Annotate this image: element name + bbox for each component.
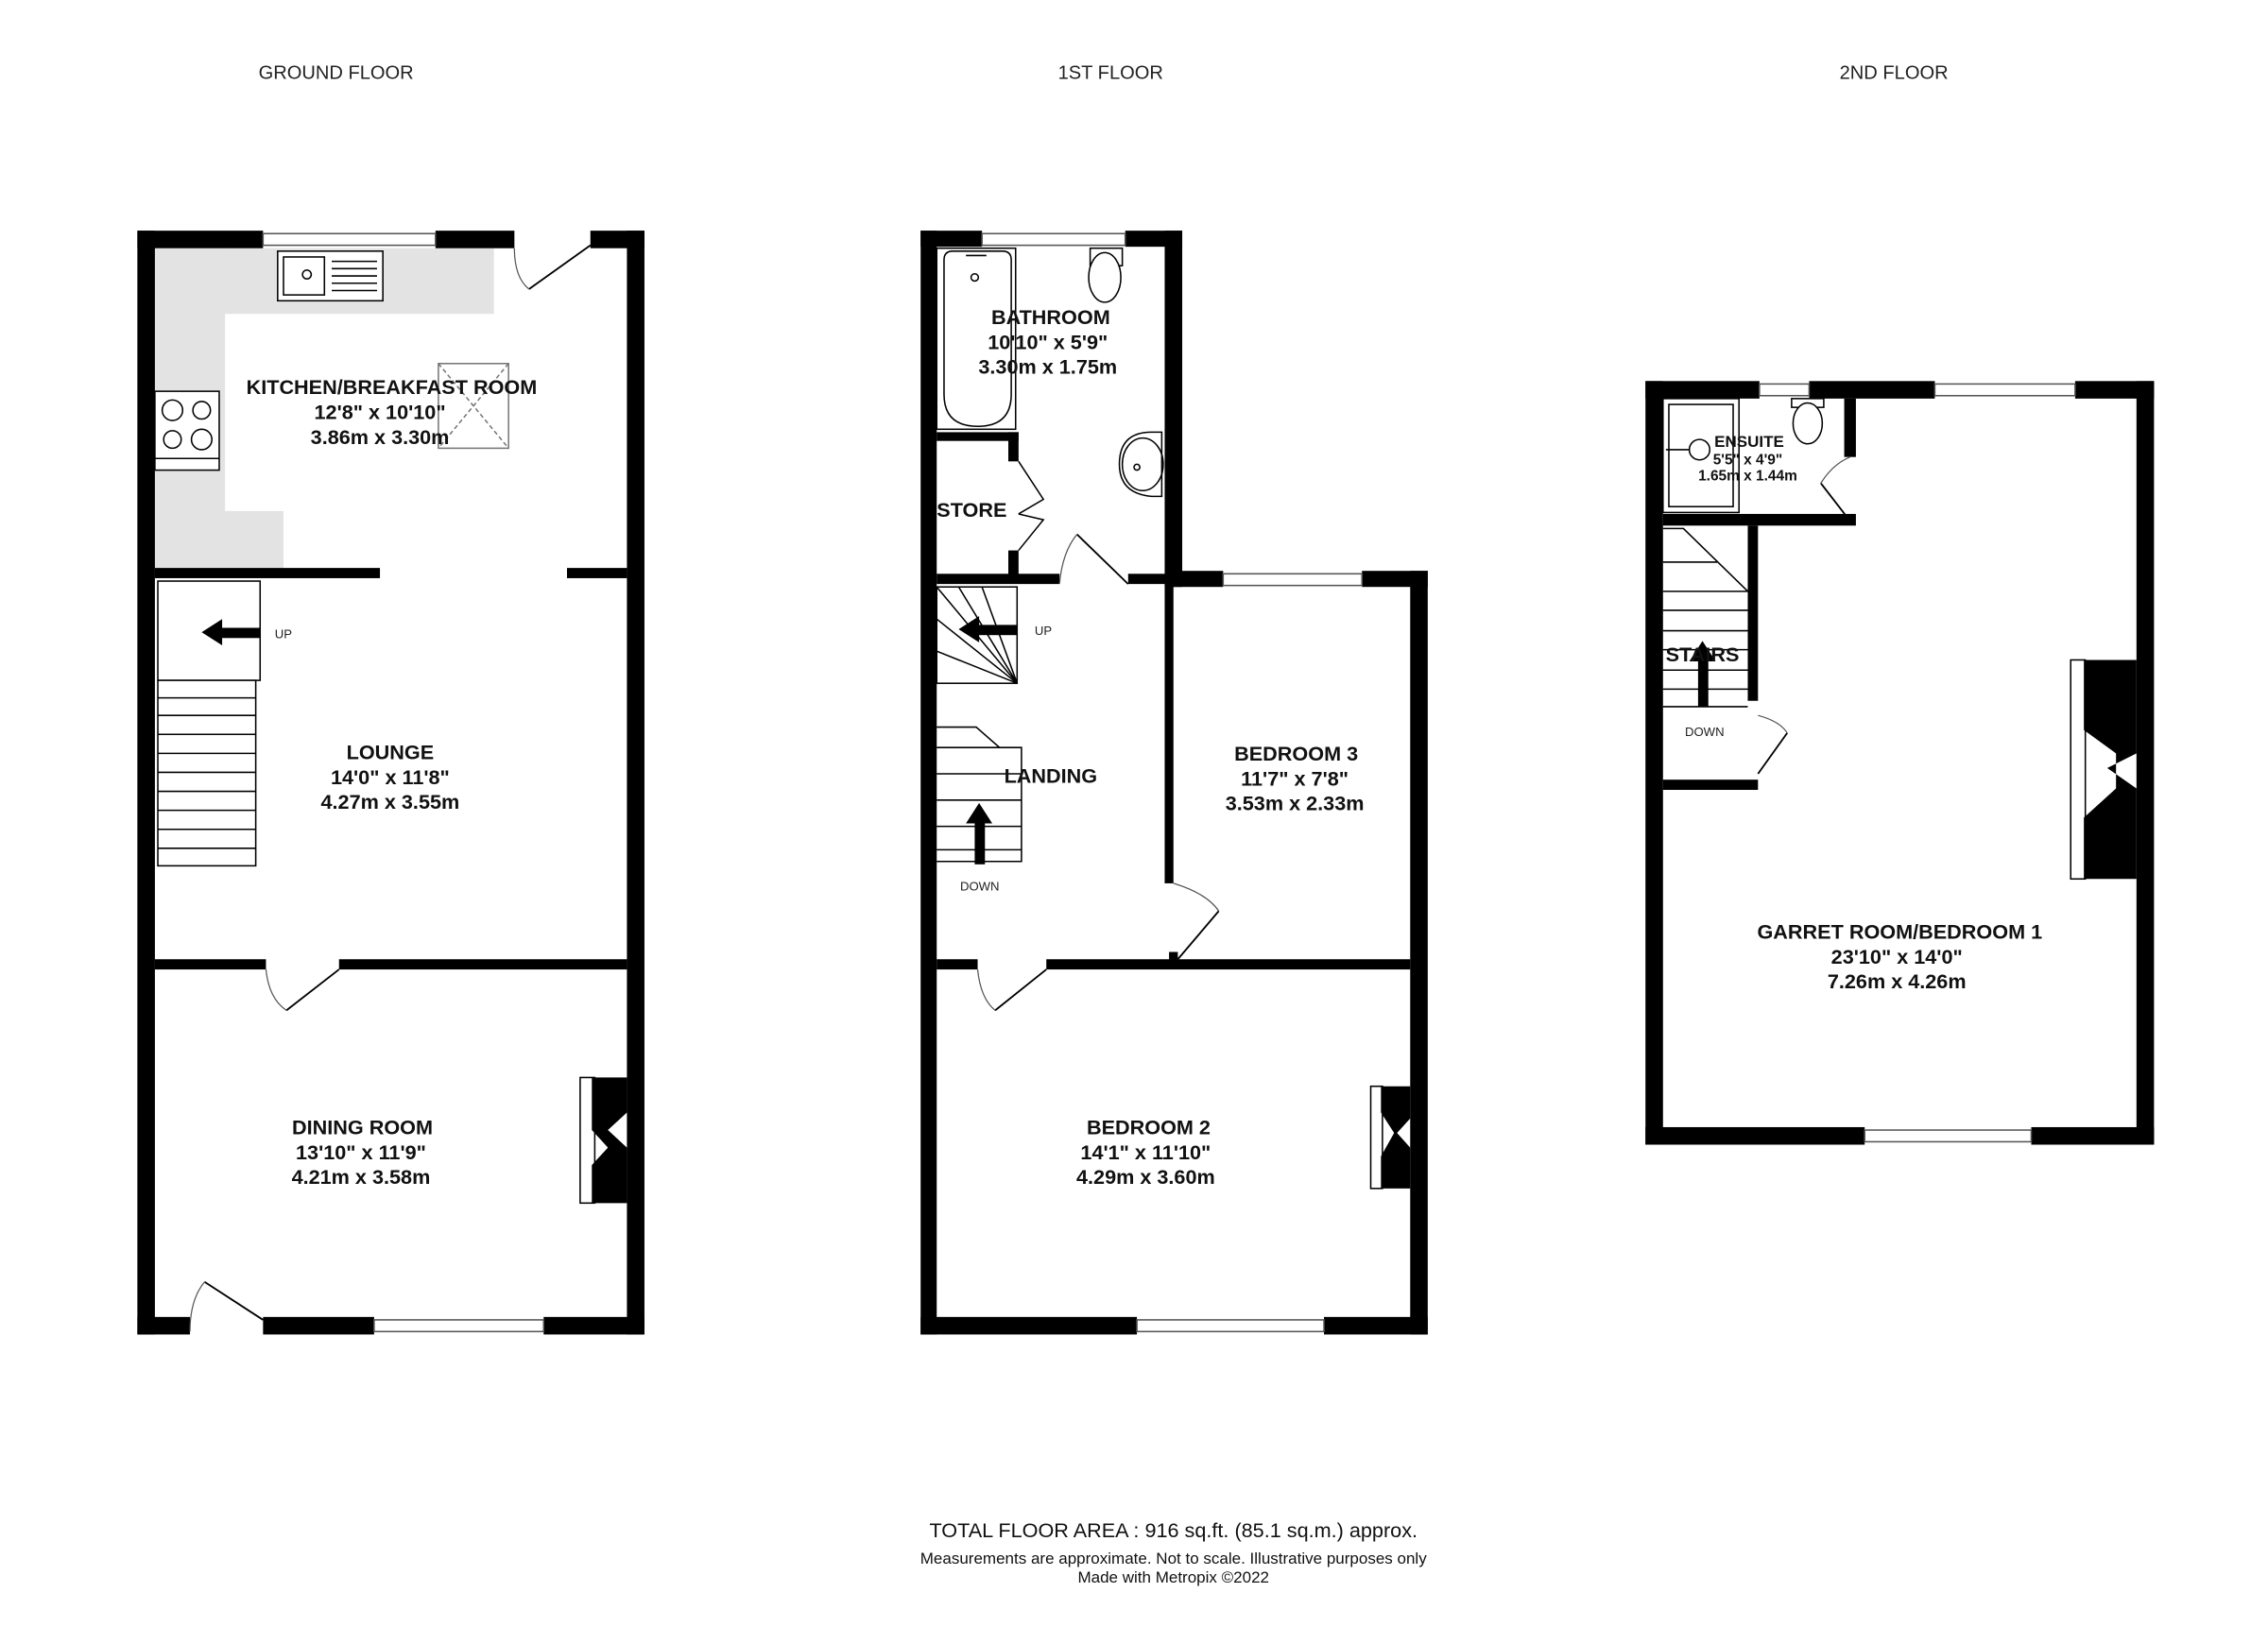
dining-imperial: 13'10" x 11'9" <box>296 1140 426 1164</box>
first-stairs-down-label: DOWN <box>960 880 1000 894</box>
lounge-metric: 4.27m x 3.55m <box>321 790 460 813</box>
toilet-icon <box>1791 398 1825 445</box>
kitchen-counter-bottom <box>154 510 284 570</box>
toilet-icon <box>1088 247 1124 303</box>
stairs-down-arrow-icon <box>974 820 986 865</box>
chimney-breast-icon <box>2070 659 2137 881</box>
second-floor-title: 2ND FLOOR <box>1840 62 1949 83</box>
garret-name: GARRET ROOM/BEDROOM 1 <box>1757 920 2042 944</box>
shower-tray-icon <box>1662 398 1740 514</box>
bedroom2-window <box>1136 1319 1325 1333</box>
first-floor-stairs-up-icon <box>936 586 1019 684</box>
garret-metric: 7.26m x 4.26m <box>1828 969 1967 993</box>
bedroom2-metric: 4.29m x 3.60m <box>1076 1165 1215 1189</box>
second-stairs-down-label: DOWN <box>1685 725 1725 739</box>
kitchen-table-icon <box>438 363 509 450</box>
bathroom-window <box>981 232 1126 247</box>
store-name: STORE <box>936 498 1006 522</box>
stairs-name: STAIRS <box>1666 642 1740 666</box>
kitchen-name: KITCHEN/BREAKFAST ROOM <box>247 375 538 399</box>
stairs-up-arrow-icon <box>218 627 261 639</box>
ground-floor-plan: UP KITCHEN/BREAKFAST ROOM 12'8" x 10'10"… <box>137 231 644 1335</box>
bedroom2-imperial: 14'1" x 11'10" <box>1080 1140 1211 1164</box>
kitchen-sink-icon <box>277 250 384 302</box>
first-floor-plan: UP DOWN BATHROOM 10'10" x 5'9" 3.30m x 1… <box>920 231 1428 1335</box>
fireplace-icon <box>579 1076 627 1205</box>
fireplace-icon <box>1369 1085 1411 1190</box>
second-floor-stairs-icon <box>1662 527 1749 708</box>
dining-metric: 4.21m x 3.58m <box>292 1165 431 1189</box>
credit: Made with Metropix ©2022 <box>1077 1568 1269 1586</box>
garret-imperial: 23'10" x 14'0" <box>1831 945 1963 968</box>
first-floor-title: 1ST FLOOR <box>1058 62 1163 83</box>
garret-window-front <box>1864 1129 2033 1143</box>
bathroom-imperial: 10'10" x 5'9" <box>988 330 1108 353</box>
bathroom-metric: 3.30m x 1.75m <box>978 355 1117 379</box>
ground-floor-title: GROUND FLOOR <box>259 62 414 83</box>
first-stairs-up-label: UP <box>1035 624 1052 638</box>
ensuite-name: ENSUITE <box>1714 433 1784 451</box>
basin-icon <box>1118 431 1164 498</box>
first-floor-stairs-down-icon <box>936 726 1022 865</box>
bedroom3-imperial: 11'7" x 7'8" <box>1241 766 1349 790</box>
ensuite-imperial: 5'5" x 4'9" <box>1713 452 1783 468</box>
bedroom3-window <box>1222 573 1364 587</box>
bathroom-name: BATHROOM <box>991 305 1110 329</box>
ensuite-metric: 1.65m x 1.44m <box>1698 468 1797 484</box>
garret-window-rear <box>1933 383 2076 397</box>
bedroom3-name: BEDROOM 3 <box>1234 742 1358 765</box>
bedroom3-metric: 3.53m x 2.33m <box>1226 792 1365 815</box>
dining-name: DINING ROOM <box>292 1116 433 1139</box>
total-floor-area: TOTAL FLOOR AREA : 916 sq.ft. (85.1 sq.m… <box>929 1518 1418 1542</box>
stairs-up-arrow-icon <box>1697 659 1709 707</box>
bedroom2-name: BEDROOM 2 <box>1087 1116 1211 1139</box>
kitchen-metric: 3.86m x 3.30m <box>311 425 450 449</box>
kitchen-imperial: 12'8" x 10'10" <box>315 401 446 424</box>
ground-stairs-up-label: UP <box>275 626 292 641</box>
kitchen-window <box>262 232 437 247</box>
disclaimer: Measurements are approximate. Not to sca… <box>920 1550 1427 1567</box>
lounge-name: LOUNGE <box>347 741 435 764</box>
ensuite-window <box>1759 383 1811 397</box>
stairs-up-arrow-icon <box>975 625 1018 636</box>
ground-stairs-icon <box>157 580 262 867</box>
dining-window <box>373 1319 545 1333</box>
landing-name: LANDING <box>1005 763 1098 787</box>
lounge-imperial: 14'0" x 11'8" <box>331 765 450 789</box>
cooker-hob-icon <box>154 390 220 471</box>
second-floor-plan: DOWN ENSUITE 5'5" x 4'9" 1.65m x 1.44m S… <box>1645 381 2155 1145</box>
bathtub-icon <box>936 247 1017 431</box>
